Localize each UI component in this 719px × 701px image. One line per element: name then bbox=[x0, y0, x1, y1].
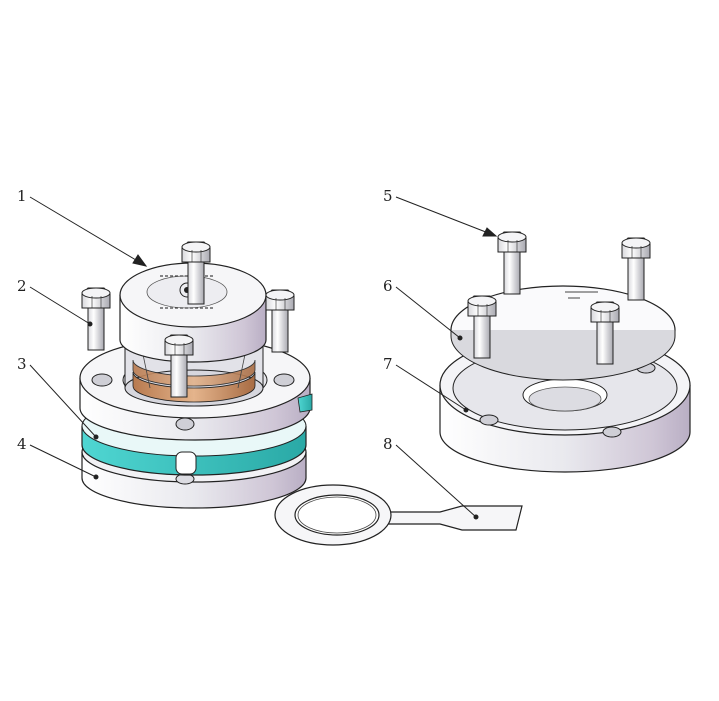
callout-8: 8 bbox=[383, 435, 393, 453]
leader-lines bbox=[29, 196, 498, 520]
callout-5: 5 bbox=[383, 187, 393, 205]
bolt-right bbox=[265, 289, 295, 353]
bolt-right-far bbox=[621, 237, 651, 301]
right-assembly bbox=[439, 231, 691, 473]
callout-3: 3 bbox=[17, 355, 27, 373]
paddle-gasket-part-8 bbox=[274, 484, 523, 546]
top-cap-part-1 bbox=[119, 262, 267, 363]
bolt-right-back-part-5 bbox=[497, 231, 527, 295]
callout-7: 7 bbox=[383, 355, 393, 373]
bolt-left-part-2 bbox=[81, 287, 111, 351]
callout-6: 6 bbox=[383, 277, 393, 295]
callout-2: 2 bbox=[17, 277, 27, 295]
callout-1: 1 bbox=[17, 187, 27, 205]
left-assembly bbox=[79, 241, 313, 509]
callout-4: 4 bbox=[17, 435, 27, 453]
